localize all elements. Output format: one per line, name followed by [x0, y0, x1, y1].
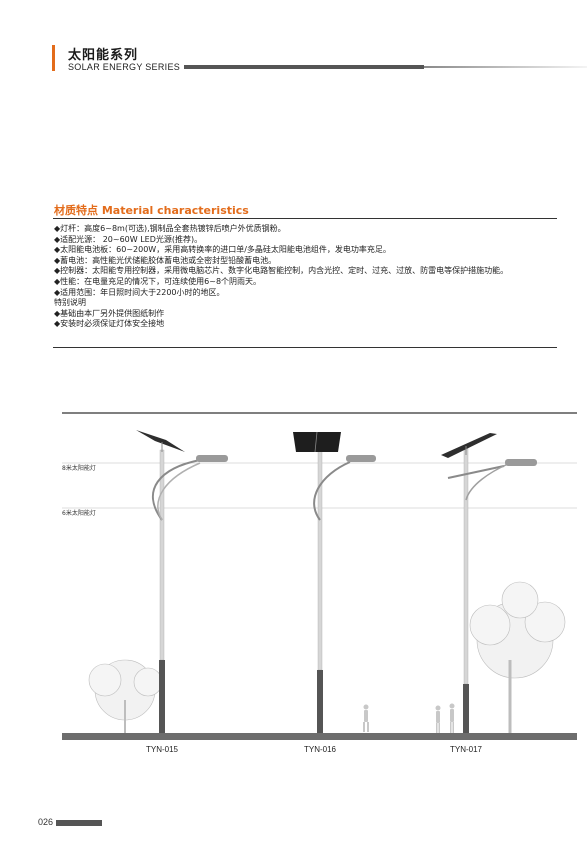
model-label-tyn-017: TYN-017 [450, 745, 483, 754]
street-light-tyn-015 [136, 430, 228, 736]
feature-item: ◆性能：在电量充足的情况下，可连续使用6~8个阴雨天。 [54, 276, 262, 286]
section-rule-top [53, 218, 557, 219]
lamp-head-icon [346, 455, 376, 462]
feature-list: ◆灯杆：高度6~8m(可选),钢制品全套热镀锌后喷户外优质钢粉。 ◆适配光源： … [54, 224, 564, 330]
page-subtitle: SOLAR ENERGY SERIES [68, 62, 181, 72]
feature-item: ◆适用范围：年日照时间大于2200小时的地区。 [54, 287, 225, 297]
feature-item: ◆太阳能电池板：60~200W，采用高转换率的进口单/多晶硅太阳能电池组件，发电… [54, 245, 391, 255]
tree-left-icon [88, 659, 163, 735]
feature-item: ◆灯杆：高度6~8m(可选),钢制品全套热镀锌后喷户外优质钢粉。 [54, 224, 286, 233]
ground-strip [62, 733, 577, 740]
pedestrians-icon [435, 703, 455, 733]
feature-item: ◆蓄电池：高性能光伏储能胶体蓄电池或全密封型铅酸蓄电池。 [54, 255, 277, 265]
model-label-tyn-016: TYN-016 [304, 745, 337, 754]
page-number-bar [56, 820, 102, 826]
lamp-head-icon [505, 459, 537, 466]
solar-panel-icon [441, 433, 497, 458]
height-label-8m: 8米太阳能灯 [62, 464, 96, 472]
feature-item: ◆适配光源： 20~60W LED光源(推荐)。 [54, 234, 203, 244]
section-title: 材质特点 Material characteristics [54, 204, 249, 217]
tree-right-icon [469, 581, 566, 735]
header-rule-fade [424, 66, 587, 68]
feature-item: ◆控制器：太阳能专用控制器，采用微电脑芯片、数字化电路智能控制，内含光控、定时、… [54, 266, 509, 276]
header-accent-bar [52, 45, 55, 71]
section-rule-bottom [53, 347, 557, 348]
feature-item: ◆安装时必须保证灯体安全接地 [54, 319, 165, 329]
pedestrian-icon [363, 704, 369, 732]
feature-note-heading: 特别说明 [54, 298, 86, 308]
street-light-tyn-017 [441, 433, 537, 736]
page-title: 太阳能系列 [68, 48, 139, 63]
solar-panel-icon [136, 430, 185, 452]
lamp-head-icon [196, 455, 228, 462]
page-number: 026 [38, 817, 54, 827]
feature-item: ◆基础由本厂另外提供图纸制作 [54, 308, 165, 318]
street-light-tyn-016 [293, 431, 376, 736]
street-light-illustration: 8米太阳能灯 6米太阳能灯 [62, 412, 577, 754]
header-rule-dark [184, 65, 424, 69]
height-label-6m: 6米太阳能灯 [62, 509, 96, 517]
solar-panel-icon [293, 432, 341, 452]
model-label-tyn-015: TYN-015 [146, 745, 179, 754]
